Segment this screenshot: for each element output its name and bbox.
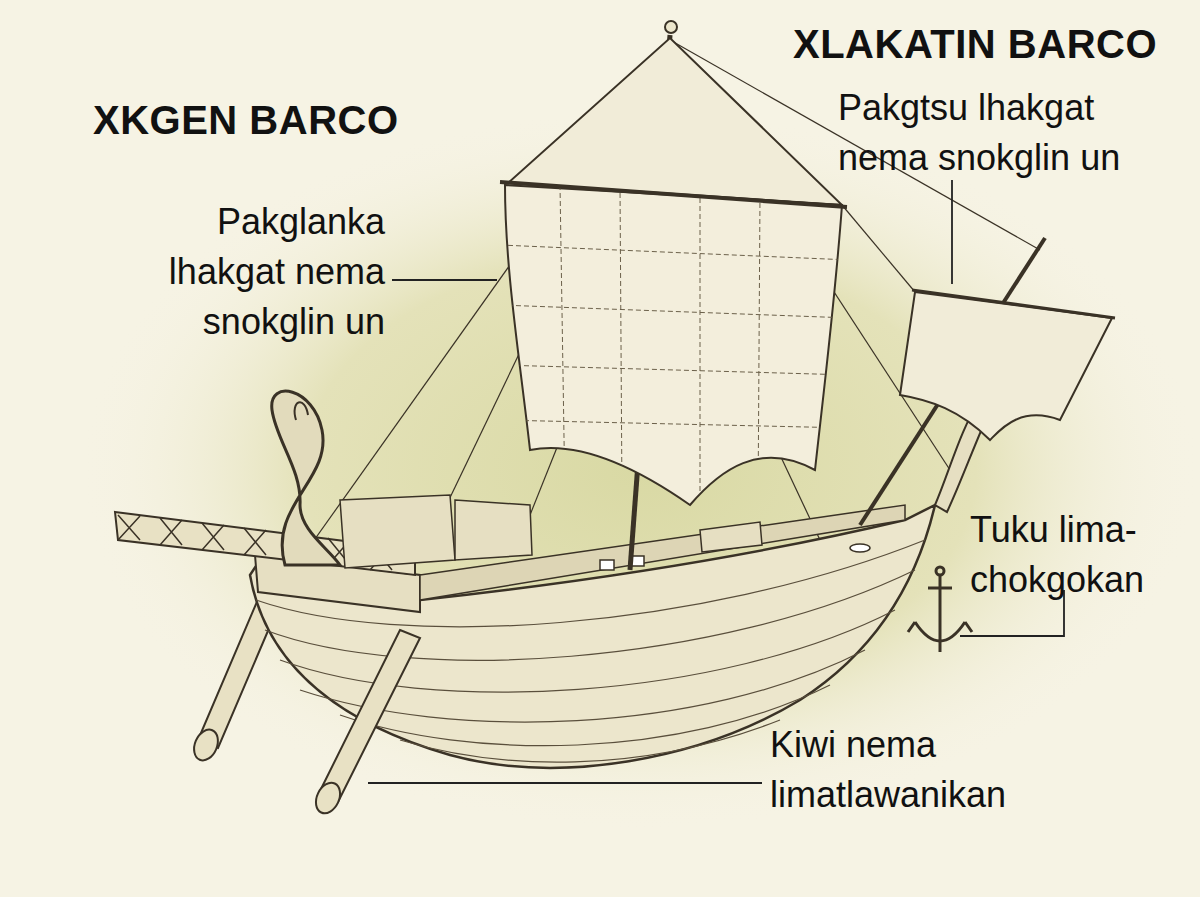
part-label: Kiwi nema limatlawanikan — [770, 720, 1060, 820]
part-label: Pakglanka lhakgat nema snokglin un — [115, 197, 385, 347]
section-heading: XLAKATIN BARCO — [793, 20, 1157, 68]
steering-oar — [311, 630, 420, 817]
anchor — [908, 567, 972, 652]
swan-neck-ornament — [272, 391, 340, 565]
foresail — [860, 238, 1115, 525]
background-glow — [80, 110, 1200, 830]
part-label: Tuku lima-chokgokan — [970, 505, 1180, 605]
part-label: Pakgtsu lhakgat nema snokglin un — [838, 83, 1158, 183]
leader-line — [368, 180, 1064, 783]
section-heading: XKGEN BARCO — [93, 96, 399, 144]
main-sail — [500, 38, 850, 510]
deck-cabins — [340, 495, 762, 568]
